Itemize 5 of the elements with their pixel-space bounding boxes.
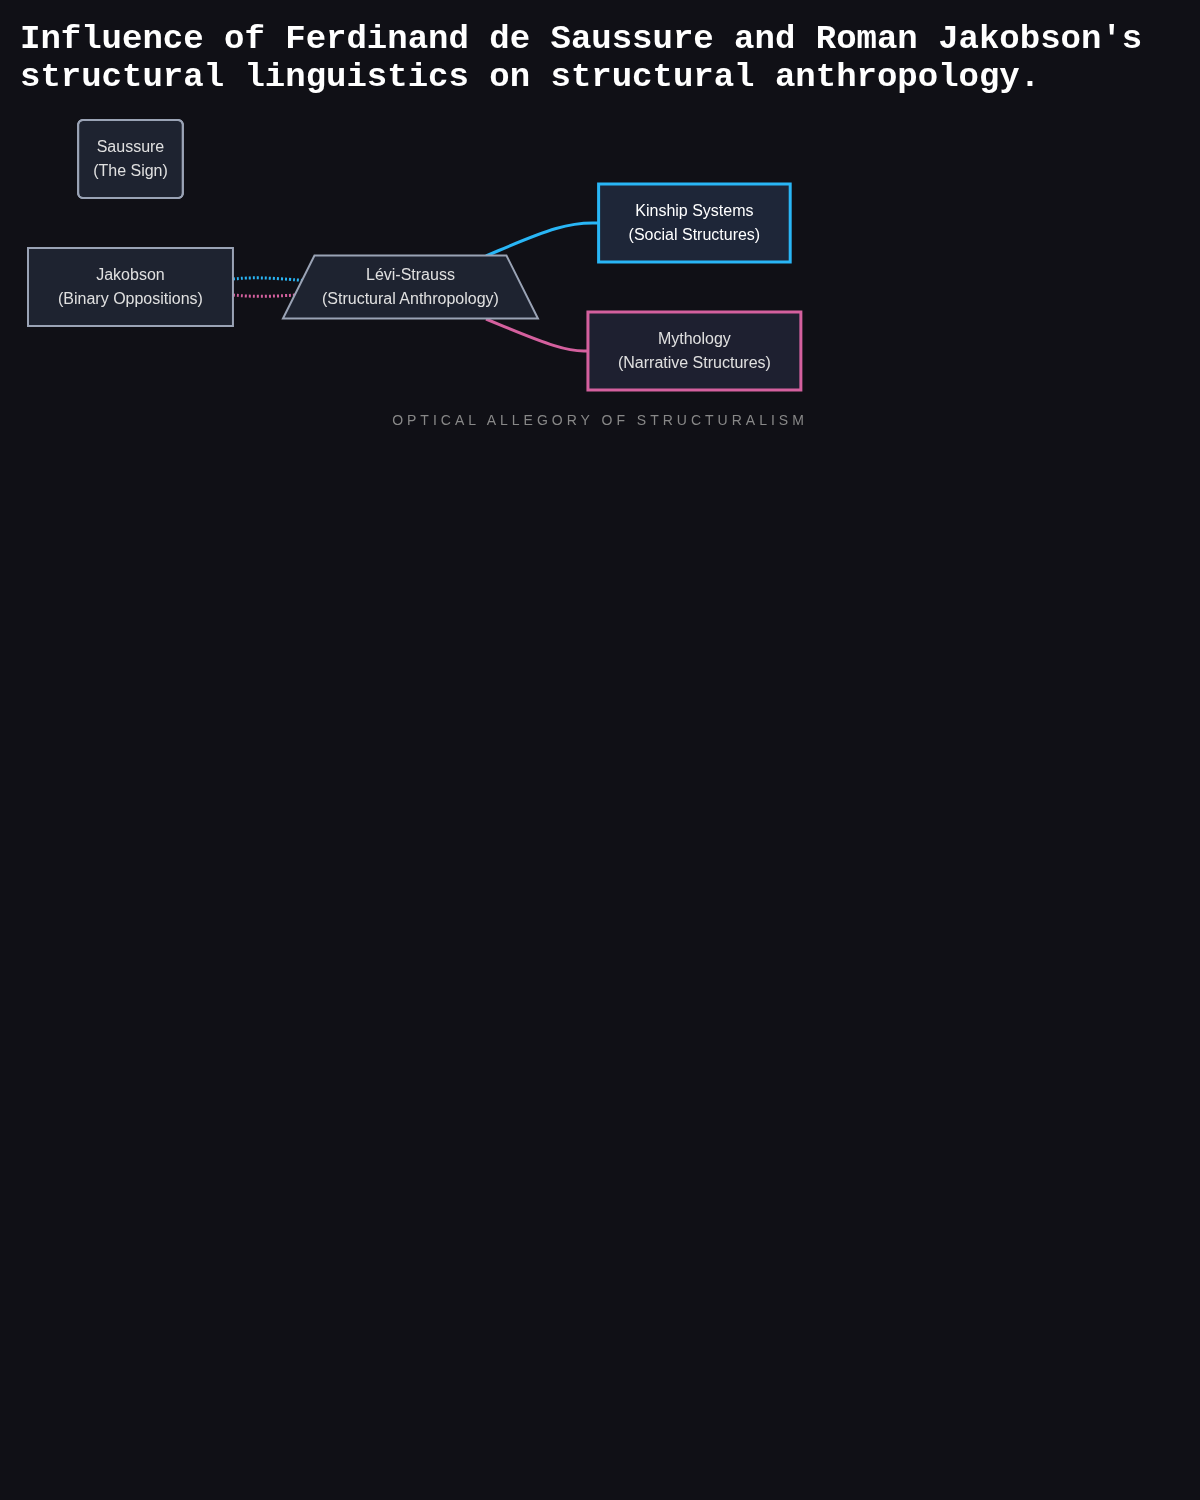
diagram-title: Influence of Ferdinand de Saussure and Roman Jakobson's structural linguistics on structural anthropology. xyxy=(20,20,1144,96)
node-box: Mythology (Narrative Structures) xyxy=(586,310,803,392)
diagram-subtitle: OPTICAL ALLEGORY OF STRUCTURALISM xyxy=(391,412,809,428)
node-box: Kinship Systems (Social Structures) xyxy=(597,182,792,264)
node-box: Jakobson (Binary Oppositions) xyxy=(27,247,234,327)
